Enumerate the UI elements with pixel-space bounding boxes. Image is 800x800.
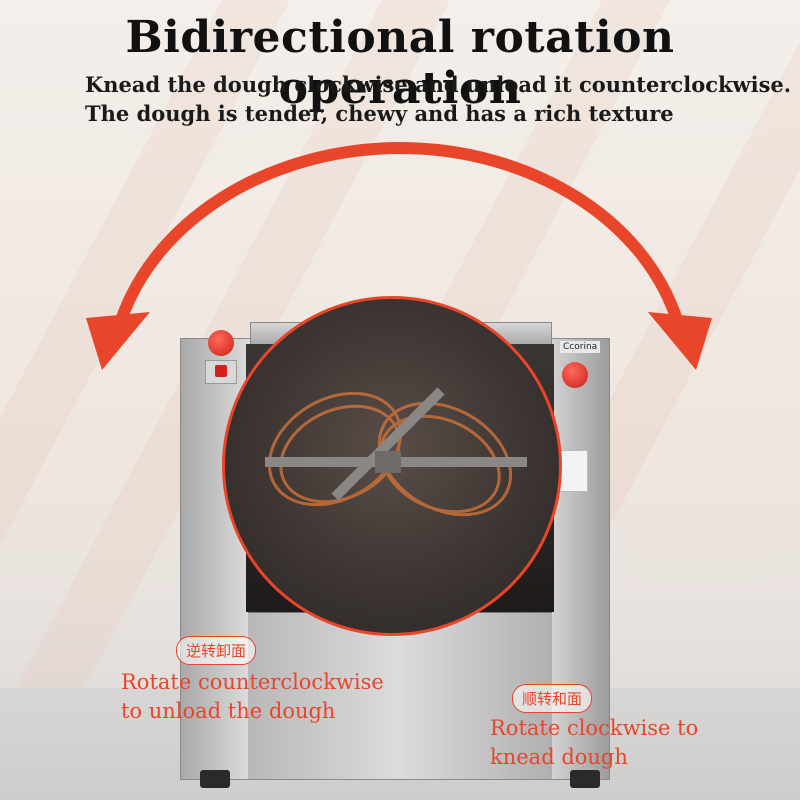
valve-switch	[205, 360, 237, 384]
subtitle-line-2: The dough is tender, chewy and has a ric…	[85, 101, 674, 126]
red-knob-icon	[562, 362, 588, 388]
mixer-front-panel	[248, 612, 552, 779]
foot	[200, 770, 230, 788]
left-badge: 逆转卸面	[176, 636, 257, 665]
right-caption-line-1: Rotate clockwise to	[490, 716, 699, 740]
subtitle-line-1: Knead the dough clockwise and unload it …	[85, 72, 792, 97]
brand-label: Ccorina	[560, 341, 601, 353]
red-valve-icon	[215, 365, 227, 377]
left-caption-line-2: to unload the dough	[121, 699, 336, 723]
foot	[570, 770, 600, 788]
headline: Bidirectional rotation operation	[125, 12, 675, 114]
right-badge: 顺转和面	[512, 684, 593, 713]
mixing-blade-zoom	[222, 296, 562, 636]
right-caption-line-2: knead dough	[490, 745, 628, 769]
red-knob-icon	[208, 330, 234, 356]
spiral-blade	[265, 387, 527, 517]
left-caption-line-1: Rotate counterclockwise	[121, 670, 384, 694]
